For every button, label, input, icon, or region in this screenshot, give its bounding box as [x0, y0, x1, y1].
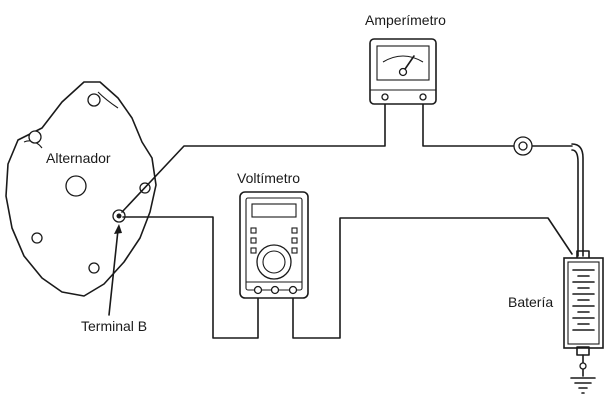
ring-terminal — [513, 136, 533, 156]
wire-voltmeter-to-battery — [292, 217, 573, 339]
alternator — [5, 81, 157, 297]
voltmeter-dial — [256, 244, 292, 280]
terminal-b-pointer — [108, 224, 122, 316]
ammeter-terminal-left — [381, 93, 389, 101]
battery — [563, 250, 604, 377]
battery-label: Batería — [508, 294, 554, 310]
ground-symbol — [570, 377, 596, 394]
terminal-b-label: Terminal B — [81, 318, 148, 334]
ammeter-terminal-right — [419, 93, 427, 101]
wire-terminal-b-to-ammeter — [121, 101, 386, 213]
wiring — [121, 101, 584, 339]
voltmeter — [239, 191, 309, 299]
alternator-label: Alternador — [46, 150, 111, 166]
voltmeter-jack-negative — [288, 285, 298, 295]
wire-terminal-b-to-voltmeter — [122, 216, 259, 339]
wire-ammeter-to-ring — [422, 101, 515, 147]
battery-positive-cable — [571, 143, 584, 257]
voltmeter-label: Voltímetro — [237, 170, 301, 186]
ammeter — [369, 38, 437, 105]
alternator-shaft — [65, 175, 87, 197]
ammeter-label: Amperímetro — [365, 12, 446, 28]
voltmeter-jack-positive — [253, 285, 263, 295]
